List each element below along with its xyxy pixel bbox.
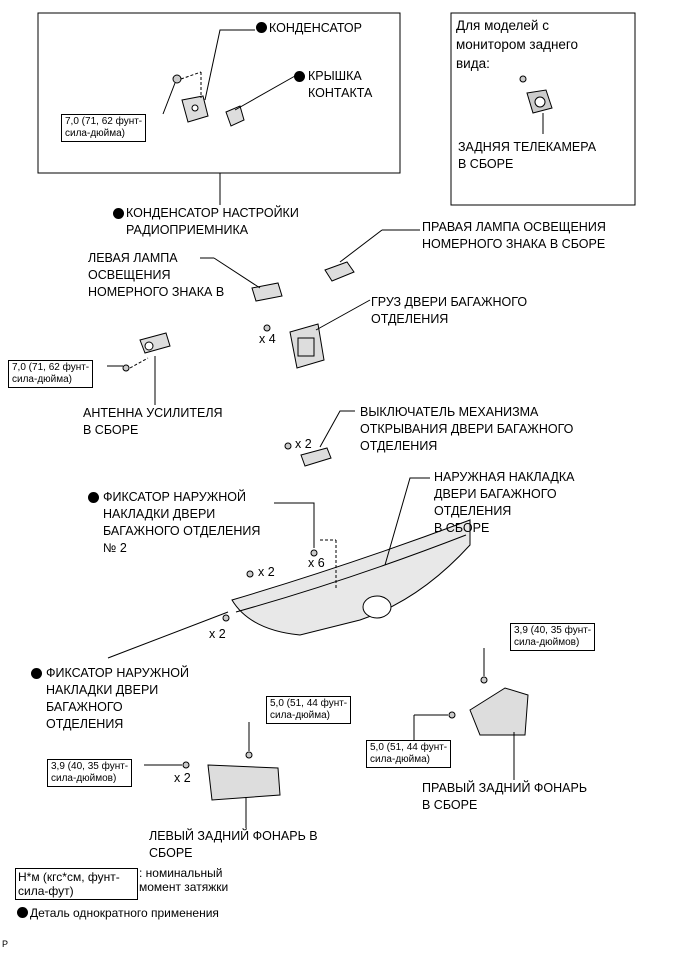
garnish-bolt-b xyxy=(222,614,230,622)
right-tail-lamp-part xyxy=(469,687,529,736)
clip-no2-label: ФИКСАТОР НАРУЖНОЙ НАКЛАДКИ ДВЕРИ БАГАЖНО… xyxy=(88,489,260,557)
contact-cover-part xyxy=(225,105,245,127)
left-tail-lamp-label: ЛЕВЫЙ ЗАДНИЙ ФОНАРЬ В СБОРЕ xyxy=(149,829,318,860)
single-use-dot-icon xyxy=(31,668,42,679)
left-lamp-multiplier: x 2 xyxy=(174,771,191,785)
left-tail-lamp-part xyxy=(207,764,281,801)
clip-no2-bolt xyxy=(310,549,318,557)
antenna-part xyxy=(139,332,171,354)
single-use-dot-icon xyxy=(88,492,99,503)
switch-multiplier: x 2 xyxy=(295,437,312,451)
clip-no2-text: ФИКСАТОР НАРУЖНОЙ НАКЛАДКИ ДВЕРИ БАГАЖНО… xyxy=(103,490,261,555)
legend-unit-box: Н*м (кгс*см, фунт- сила-фут) xyxy=(15,868,138,900)
legend-unit-desc: : номинальный момент затяжки xyxy=(139,866,229,894)
inset-torque-box: 7,0 (71, 62 фунт- сила-дюйма) xyxy=(61,114,147,142)
footer-code: P xyxy=(2,939,9,949)
legend-single-use: Деталь однократного применения xyxy=(17,905,219,922)
opener-switch-part xyxy=(300,447,332,467)
antenna-label: АНТЕННА УСИЛИТЕЛЯ В СБОРЕ xyxy=(83,406,223,437)
left-lamp-bolt-top xyxy=(245,751,253,759)
contact-cover-text: КРЫШКА КОНТАКТА xyxy=(308,69,373,100)
left-lamp-bolt-bottom xyxy=(182,761,190,769)
switch-bolt xyxy=(284,442,292,450)
condenser-label: КОНДЕНСАТОР xyxy=(256,20,362,37)
left-lamp-torque-top-box: 5,0 (51, 44 фунт- сила-дюйма) xyxy=(266,696,352,724)
radio-condenser-text: КОНДЕНСАТОР НАСТРОЙКИ РАДИОПРИЕМНИКА xyxy=(126,206,299,237)
right-lamp-bolt-top xyxy=(480,676,488,684)
radio-condenser-label: КОНДЕНСАТОР НАСТРОЙКИ РАДИОПРИЕМНИКА xyxy=(113,205,299,239)
contact-cover-label: КРЫШКА КОНТАКТА xyxy=(294,68,372,102)
garnish-bolt-a xyxy=(246,570,254,578)
inset-right-title: Для моделей с монитором заднего вида: xyxy=(456,18,579,71)
antenna-torque-box: 7,0 (71, 62 фунт- сила-дюйма) xyxy=(8,360,94,388)
antenna-bolt xyxy=(122,364,130,372)
right-tail-lamp-label: ПРАВЫЙ ЗАДНИЙ ФОНАРЬ В СБОРЕ xyxy=(422,781,588,812)
garnish-left-top-multiplier: x 2 xyxy=(258,565,275,579)
single-use-dot-icon xyxy=(294,71,305,82)
single-use-dot-icon xyxy=(17,907,28,918)
weight-multiplier: x 4 xyxy=(259,332,276,346)
camera-part xyxy=(519,75,553,114)
clip-text: ФИКСАТОР НАРУЖНОЙ НАКЛАДКИ ДВЕРИ БАГАЖНО… xyxy=(46,666,189,731)
left-plate-lamp-label: ЛЕВАЯ ЛАМПА ОСВЕЩЕНИЯ НОМЕРНОГО ЗНАКА В xyxy=(88,251,225,299)
door-weight-part xyxy=(289,323,325,369)
opener-switch-label: ВЫКЛЮЧАТЕЛЬ МЕХАНИЗМА ОТКРЫВАНИЯ ДВЕРИ Б… xyxy=(360,405,574,453)
camera-label: ЗАДНЯЯ ТЕЛЕКАМЕРА В СБОРЕ xyxy=(458,140,597,171)
weight-bolt xyxy=(263,324,271,332)
left-lamp-torque-bottom-box: 3,9 (40, 35 фунт- сила-дюймов) xyxy=(47,759,133,787)
clip-label: ФИКСАТОР НАРУЖНОЙ НАКЛАДКИ ДВЕРИ БАГАЖНО… xyxy=(31,665,189,733)
inset-frame-right xyxy=(450,12,636,206)
single-use-dot-icon xyxy=(113,208,124,219)
right-lamp-torque-top-box: 3,9 (40, 35 фунт- сила-дюймов) xyxy=(510,623,596,651)
inset-bolt xyxy=(172,74,182,84)
door-weight-label: ГРУЗ ДВЕРИ БАГАЖНОГО ОТДЕЛЕНИЯ xyxy=(371,295,528,326)
garnish-label: НАРУЖНАЯ НАКЛАДКА ДВЕРИ БАГАЖНОГО ОТДЕЛЕ… xyxy=(434,470,575,535)
clip-no2-multiplier: x 6 xyxy=(308,556,325,570)
legend-single-use-text: Деталь однократного применения xyxy=(30,906,219,920)
condenser-part xyxy=(181,95,209,123)
inset-frame-left xyxy=(37,12,401,174)
garnish-left-bottom-multiplier: x 2 xyxy=(209,627,226,641)
condenser-text: КОНДЕНСАТОР xyxy=(269,21,362,35)
single-use-dot-icon xyxy=(256,22,267,33)
right-plate-lamp-part xyxy=(324,261,355,282)
right-lamp-bolt-bottom xyxy=(448,711,456,719)
garnish-part xyxy=(231,519,471,636)
right-lamp-torque-bottom-box: 5,0 (51, 44 фунт- сила-дюйма) xyxy=(366,740,452,768)
right-plate-lamp-label: ПРАВАЯ ЛАМПА ОСВЕЩЕНИЯ НОМЕРНОГО ЗНАКА В… xyxy=(422,220,606,251)
